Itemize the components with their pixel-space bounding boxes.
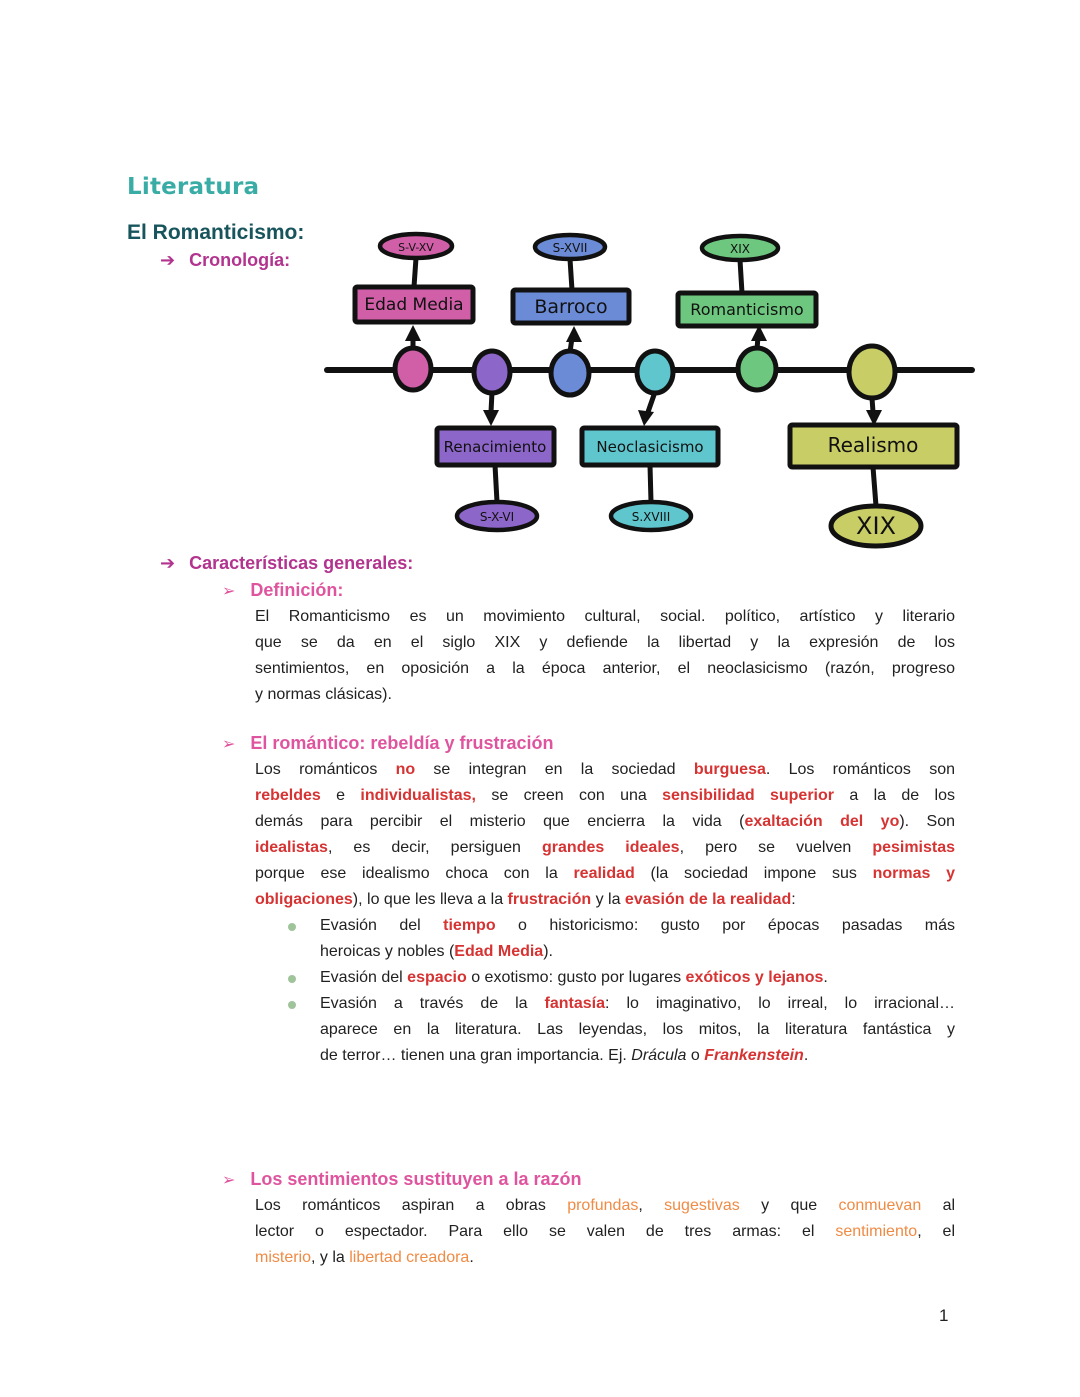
text-line: y normas clásicas). (255, 686, 392, 703)
svg-text:Barroco: Barroco (534, 296, 607, 318)
timeline-node-renacimiento: Renacimiento S-X-VI (434, 348, 557, 533)
definicion-heading: Definición: (250, 580, 344, 600)
list-item: Evasión a través de la fantasía: lo imag… (288, 991, 955, 1069)
text-line: obligaciones), lo que les lleva a la fru… (255, 891, 796, 908)
definicion-heading-row: ➢ Definición: (222, 580, 343, 601)
arrow-down-icon (483, 410, 499, 426)
svg-text:S-X-VI: S-X-VI (480, 510, 514, 524)
text-line: de terror… tienen una gran importancia. … (320, 1047, 809, 1064)
text-line: demás para percibir el misterio que enci… (255, 813, 956, 830)
arrow-down-icon (866, 410, 882, 426)
text-line: aparece en la literatura. Las leyendas, … (320, 1021, 955, 1038)
caracteristicas-label: Características generales: (189, 553, 414, 573)
cronologia-label: Cronología: (189, 250, 291, 270)
text-line: Evasión del tiempo o historicismo: gusto… (320, 917, 955, 934)
timeline-dot (471, 348, 513, 396)
arrow-up-icon (566, 326, 582, 342)
evasion-bullet-list: Evasión del tiempo o historicismo: gusto… (288, 913, 955, 1069)
text-line: lector o espectador. Para ello se valen … (255, 1223, 956, 1240)
text-line: rebeldes e individualistas, se creen con… (255, 787, 955, 804)
svg-text:XIX: XIX (856, 512, 896, 540)
text-line: porque ese idealismo choca con la realid… (255, 865, 955, 882)
timeline-dot (392, 345, 434, 393)
doc-title: Literatura (127, 174, 260, 200)
page-number: 1 (939, 1306, 949, 1325)
timeline-dot (846, 343, 898, 401)
timeline-node-neoclasicismo: Neoclasicismo S.XVIII (579, 348, 721, 533)
romantico-paragraph: Los románticos no se integran en la soci… (255, 757, 955, 913)
text-line: idealistas, es decir, persiguen grandes … (255, 839, 956, 856)
sentimientos-heading: Los sentimientos sustituyen a la razón (250, 1169, 582, 1189)
text-line: que se da en el siglo XIX y defiende la … (255, 634, 955, 651)
sentimientos-heading-row: ➢ Los sentimientos sustituyen a la razón (222, 1169, 581, 1190)
text-line: heroicas y nobles (Edad Media). (320, 943, 553, 960)
text-line: Evasión a través de la fantasía: lo imag… (320, 995, 955, 1012)
timeline-dot (634, 348, 676, 396)
svg-text:S-V-XV: S-V-XV (398, 241, 434, 254)
timeline-diagram: Edad Media S-V-XV Barroco S-XVII Romanti… (324, 231, 975, 549)
timeline-node-barroco: Barroco S-XVII (510, 232, 632, 398)
text-line: sentimientos, en oposición a la época an… (255, 660, 955, 677)
arrow-up-icon (751, 325, 767, 341)
timeline-node-realismo: Realismo XIX (787, 343, 960, 549)
text-line: Los románticos aspiran a obras profundas… (255, 1197, 956, 1214)
timeline-dot (548, 348, 592, 398)
text-line: El Romanticismo es un movimiento cultura… (255, 608, 955, 625)
svg-text:XIX: XIX (730, 242, 750, 256)
cronologia-row: ➔ Cronología: (160, 250, 290, 271)
svg-text:Renacimiento: Renacimiento (444, 438, 547, 456)
svg-text:Realismo: Realismo (828, 433, 919, 457)
arrowhead-bullet-icon: ➢ (222, 734, 236, 753)
timeline-node-romanticismo: Romanticismo XIX (675, 233, 819, 393)
romantico-heading: El romántico: rebeldía y frustración (250, 733, 554, 753)
definicion-paragraph: El Romanticismo es un movimiento cultura… (255, 604, 955, 708)
text-line: Los románticos no se integran en la soci… (255, 761, 956, 778)
caracteristicas-row: ➔ Características generales: (160, 553, 413, 574)
bullet-dot-icon (288, 1001, 296, 1009)
svg-text:S-XVII: S-XVII (553, 241, 588, 255)
svg-text:Romanticismo: Romanticismo (690, 300, 803, 319)
arrowhead-bullet-icon: ➢ (222, 1170, 236, 1189)
timeline-node-edad-media: Edad Media S-V-XV (352, 231, 476, 393)
text-line: misterio, y la libertad creadora. (255, 1249, 474, 1266)
arrow-bullet-icon: ➔ (160, 553, 176, 574)
list-item: Evasión del tiempo o historicismo: gusto… (288, 913, 955, 965)
svg-text:S.XVIII: S.XVIII (632, 510, 670, 524)
romantico-heading-row: ➢ El romántico: rebeldía y frustración (222, 733, 553, 754)
svg-text:Edad Media: Edad Media (364, 295, 463, 315)
timeline-dot (735, 345, 779, 393)
section-heading-romanticismo: El Romanticismo: (127, 221, 305, 244)
sentimientos-paragraph: Los románticos aspiran a obras profundas… (255, 1193, 955, 1271)
list-item: Evasión del espacio o exotismo: gusto po… (288, 965, 955, 991)
bullet-dot-icon (288, 975, 296, 983)
arrow-up-icon (405, 325, 421, 341)
svg-text:Neoclasicismo: Neoclasicismo (596, 438, 703, 456)
arrowhead-bullet-icon: ➢ (222, 581, 236, 600)
arrow-bullet-icon: ➔ (160, 250, 176, 271)
arrow-down-icon (638, 410, 654, 426)
bullet-dot-icon (288, 923, 296, 931)
text-line: Evasión del espacio o exotismo: gusto po… (320, 969, 828, 986)
